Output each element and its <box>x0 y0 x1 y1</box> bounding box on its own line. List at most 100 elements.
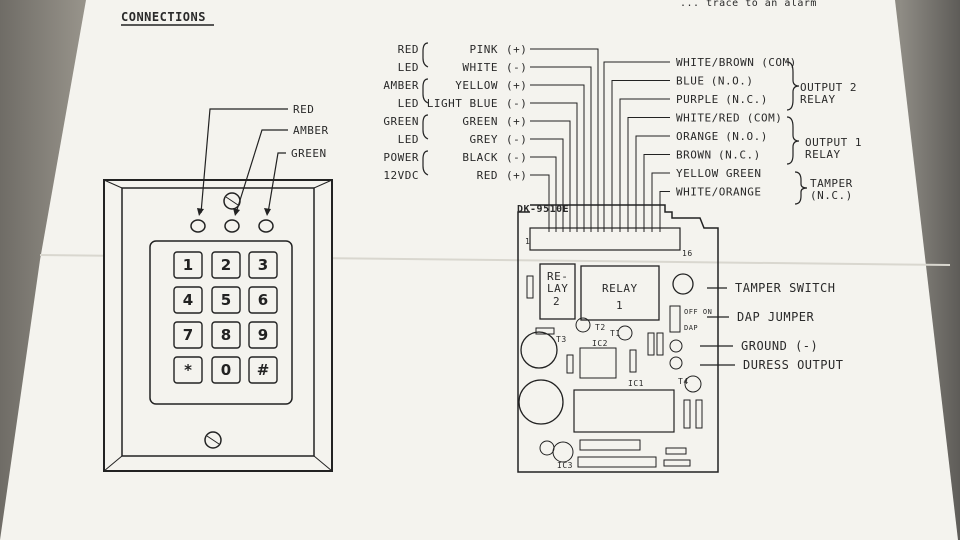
wire-line-right <box>659 191 670 232</box>
tamper-switch-icon <box>672 273 694 295</box>
key-11: # <box>248 356 278 384</box>
wire-lines <box>530 48 670 232</box>
wire-connector <box>529 227 681 251</box>
wire-line-left <box>530 174 550 232</box>
wire-line-right <box>611 80 670 232</box>
key-2: 3 <box>248 251 278 279</box>
ic2-chip <box>579 347 617 379</box>
red-led-icon <box>190 219 206 233</box>
svg-text:LAY: LAY <box>547 282 568 295</box>
wire-group-label: LED <box>398 97 419 110</box>
svg-text:1: 1 <box>616 299 623 312</box>
wire-right-contact: (N.O.) <box>725 130 768 143</box>
wire-line-left <box>530 102 578 232</box>
wire-color-label: PINK <box>470 43 499 56</box>
right-group-labels: OUTPUT 2 RELAY OUTPUT 1 RELAY TAMPER (N.… <box>786 61 862 205</box>
amber-led-icon <box>224 219 240 233</box>
wire-right-color: WHITE/BROWN <box>676 56 754 69</box>
key-10: 0 <box>211 356 241 384</box>
svg-text:2: 2 <box>553 295 560 308</box>
wire-polarity-label: (-) <box>506 97 527 110</box>
key-9: * <box>173 356 203 384</box>
key-label: # <box>257 361 270 379</box>
ic1-chip <box>573 389 675 433</box>
wire-line-left <box>530 66 592 232</box>
relay-2 <box>539 263 576 320</box>
wire-group-label: LED <box>398 61 419 74</box>
wire-line-left <box>530 120 571 232</box>
key-label: 0 <box>221 361 231 379</box>
key-5: 6 <box>248 286 278 314</box>
svg-text:IC2: IC2 <box>592 339 608 348</box>
key-label: 5 <box>221 291 231 309</box>
key-8: 9 <box>248 321 278 349</box>
led-label-amber: AMBER <box>293 124 329 137</box>
key-7: 8 <box>211 321 241 349</box>
dap-jumper-icon <box>669 305 681 333</box>
wire-line-right <box>627 117 670 232</box>
wire-group-label: POWER <box>383 151 419 164</box>
wire-group-label: 12VDC <box>383 169 419 182</box>
key-1: 2 <box>211 251 241 279</box>
circuit-board: DK-9510E 1 16 RE- LAY 2 RELAY 1 OFF ON D… <box>517 204 719 473</box>
key-0: 1 <box>173 251 203 279</box>
output1-label: OUTPUT 1 <box>805 136 862 149</box>
dap-label: DAP <box>684 324 698 332</box>
svg-text:T4: T4 <box>678 377 689 386</box>
board-callout-label: DURESS OUTPUT <box>743 358 843 372</box>
led-label-green: GREEN <box>291 147 327 160</box>
wire-right-color: ORANGE <box>676 130 719 143</box>
tamper-label: TAMPER <box>810 177 853 190</box>
wire-right-contact: (N.C.) <box>718 149 761 162</box>
wire-color-label: LIGHT BLUE <box>427 97 498 110</box>
key-3: 4 <box>173 286 203 314</box>
wire-color-label: WHITE <box>462 61 498 74</box>
svg-text:IC3: IC3 <box>557 461 573 470</box>
svg-text:IC1: IC1 <box>628 379 644 388</box>
wire-polarity-label: (-) <box>506 133 527 146</box>
wire-color-label: YELLOW <box>455 79 498 92</box>
resistor-array <box>579 439 641 451</box>
key-label: * <box>184 361 192 379</box>
wire-line-right <box>643 154 670 232</box>
wire-color-label: GREY <box>470 133 499 146</box>
ic3-chip <box>577 456 657 468</box>
key-label: 8 <box>221 326 231 344</box>
wire-right-contact: (COM) <box>747 112 783 125</box>
bottom-screw-icon <box>204 431 222 449</box>
wire-polarity-label: (-) <box>506 61 527 74</box>
pin-1-label: 1 <box>525 237 530 246</box>
output1-relay-label: RELAY <box>805 148 841 161</box>
wire-right-contact: (N.C.) <box>725 93 768 106</box>
capacitor-1-icon <box>520 331 558 369</box>
wire-polarity-label: (+) <box>506 43 527 56</box>
key-label: 1 <box>183 256 193 274</box>
key-label: 7 <box>183 326 193 344</box>
green-led-icon <box>258 219 274 233</box>
board-callout-label: GROUND (-) <box>741 339 818 353</box>
wire-group-label: LED <box>398 133 419 146</box>
wire-line-left <box>530 84 585 232</box>
board-callout-label: TAMPER SWITCH <box>735 281 835 295</box>
output2-label: OUTPUT 2 <box>800 81 857 94</box>
key-label: 6 <box>258 291 268 309</box>
key-4: 5 <box>211 286 241 314</box>
key-label: 3 <box>258 256 268 274</box>
svg-text:RE-: RE- <box>547 270 568 283</box>
led-label-red: RED <box>293 103 314 116</box>
wire-line-right <box>619 98 670 232</box>
board-callout-label: DAP JUMPER <box>737 310 815 324</box>
wire-group-label: AMBER <box>383 79 419 92</box>
wire-line-right <box>635 135 670 232</box>
wire-line-left <box>530 48 599 232</box>
wire-right-contact: (N.O.) <box>711 75 754 88</box>
svg-text:T3: T3 <box>556 335 567 344</box>
keypad-device <box>103 179 333 472</box>
wire-group-label: RED <box>398 43 419 56</box>
wire-line-right <box>603 61 670 232</box>
right-wire-labels: WHITE/BROWN(COM)BLUE(N.O.)PURPLE(N.C.)WH… <box>676 56 796 199</box>
board-model: DK-9510E <box>517 204 569 215</box>
ground-terminal-icon <box>669 339 683 353</box>
